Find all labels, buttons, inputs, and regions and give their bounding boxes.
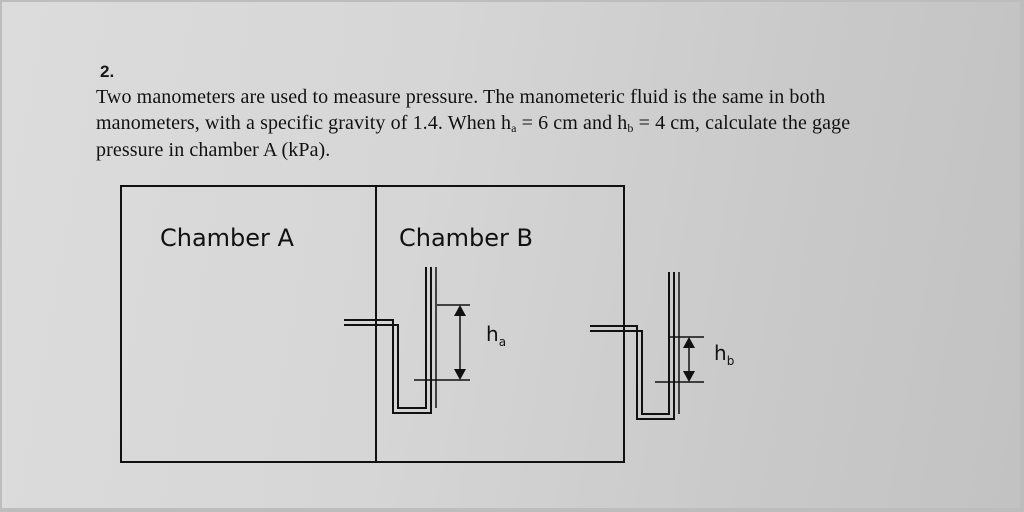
question-line-2: manometers, with a specific gravity of 1… (96, 112, 850, 136)
question-line-2-part-a: manometers, with a specific gravity of 1… (96, 112, 512, 134)
hb-arrow-down-icon (683, 371, 695, 382)
question-number: 2. (100, 62, 115, 81)
chamber-outline (120, 185, 625, 463)
hb-arrow-up-icon (683, 337, 695, 348)
ha-arrow-up-icon (454, 305, 466, 316)
chamber-a-label: Chamber A (160, 224, 295, 252)
hb-label: hb (714, 341, 734, 368)
question-line-2-part-b: = 6 cm and h (516, 112, 628, 134)
question-line-1: Two manometers are used to measure press… (96, 86, 826, 108)
hb-subscript: b (627, 121, 634, 135)
manometer-b (590, 272, 704, 420)
question-line-2-part-c: = 4 cm, calculate the gage (633, 112, 851, 134)
ha-subscript: a (511, 121, 517, 135)
question-line-3: pressure in chamber A (kPa). (96, 139, 331, 161)
chamber-b-label: Chamber B (399, 224, 533, 252)
ha-arrow-down-icon (454, 369, 466, 380)
ha-label: ha (486, 322, 506, 349)
manometer-a (344, 267, 470, 414)
